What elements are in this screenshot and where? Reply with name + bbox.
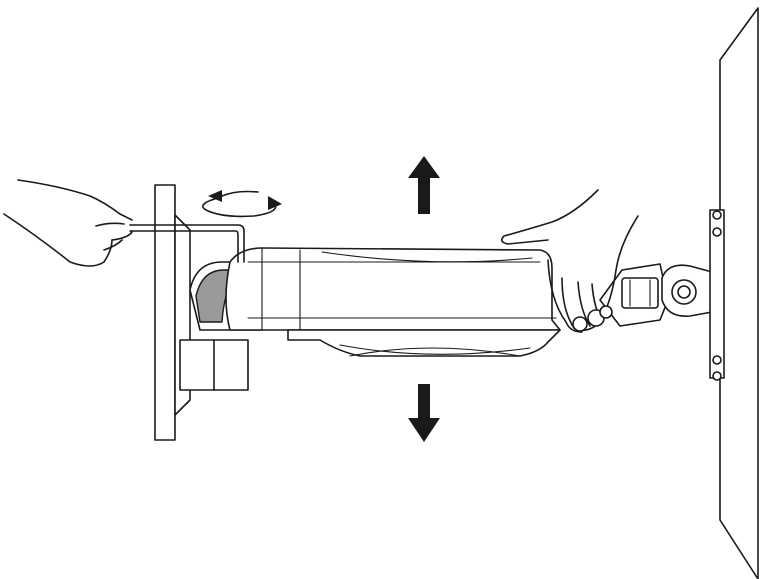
rotation-indicator [202,190,282,218]
raise-arrow [408,156,440,214]
lower-arrow [408,384,440,442]
right-hand [500,189,639,333]
wall-bracket [154,184,249,441]
left-hand [3,179,133,267]
monitor-panel [719,7,759,579]
tilt-head [599,209,725,381]
arm-body [225,247,561,357]
allen-key [129,224,245,263]
